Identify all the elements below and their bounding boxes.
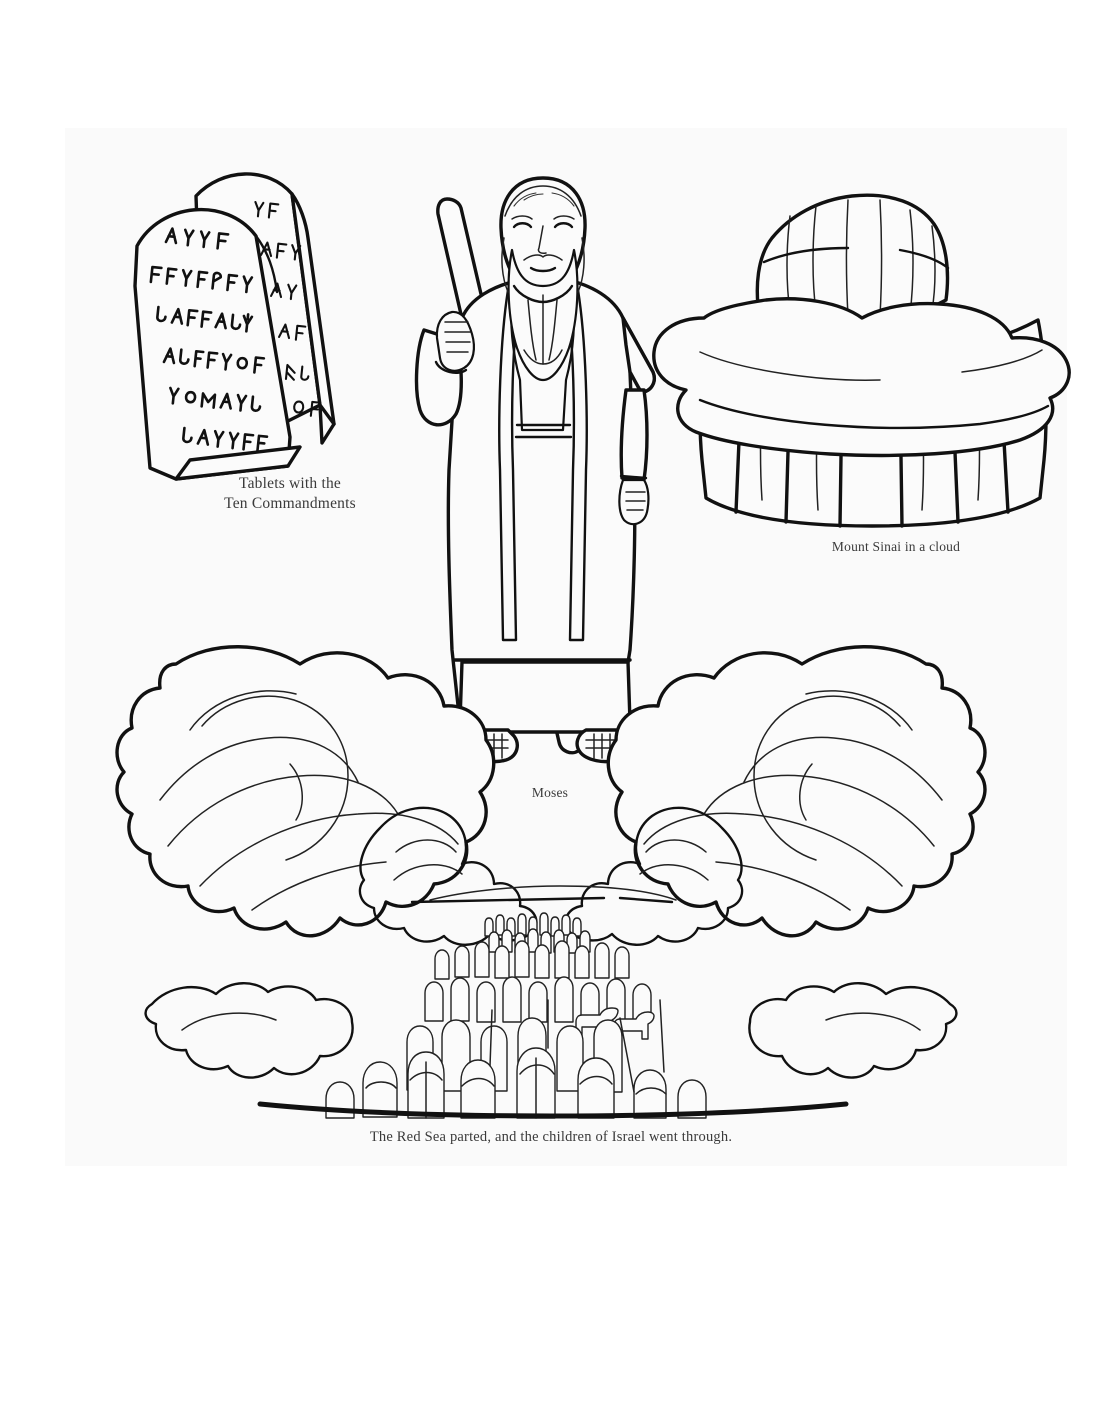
sea-path-horizon [429, 885, 677, 901]
left-wave-crest-line [189, 690, 297, 731]
tablet-front-inscription [149, 227, 269, 453]
moses-right-hand [618, 478, 650, 526]
moses-right-sleeve [621, 316, 656, 394]
tablet-front-edge-seam [286, 445, 302, 468]
right-wave-group [564, 645, 987, 1079]
sea-path-rim [410, 896, 674, 904]
moses-hair-strands [513, 192, 575, 207]
crowd-staffs [489, 999, 665, 1093]
crowd-row-foreground [325, 1047, 707, 1119]
israelites-crowd [325, 912, 707, 1119]
left-wave-foam-line [181, 1012, 277, 1031]
moses-mantle-band-left [498, 288, 522, 642]
left-wave-secondary-lines [393, 839, 463, 881]
tablet-back-inscription [254, 200, 322, 417]
left-wave-inner-curl [201, 695, 349, 861]
left-wave-foam-scroll [144, 982, 354, 1079]
red-sea-illustration [115, 645, 987, 1119]
sinai-cloud-underside [698, 398, 1050, 430]
sinai-peak-crevices [786, 199, 936, 317]
moses-illustration [414, 176, 656, 764]
moses-wrist-line [434, 360, 468, 374]
moses-side-hair [501, 237, 585, 293]
left-wave-sweep-4 [251, 861, 387, 911]
right-wave-secondary-lines [639, 839, 709, 881]
moses-right-sandal-straps [585, 733, 619, 759]
moses-right-hand-fingers [625, 491, 646, 511]
moses-left-eye [512, 222, 533, 229]
tablet-back-seam [318, 403, 336, 426]
moses-beard-tip [523, 349, 563, 365]
moses-collar [512, 284, 574, 304]
right-wave-inner-curl [753, 695, 901, 861]
moses-mouth [529, 266, 557, 273]
crowd-row-mid-1 [434, 940, 630, 980]
right-wave-sweep-2 [703, 774, 935, 847]
moses-nose [537, 225, 547, 254]
sinai-peak-ledge [762, 246, 950, 270]
right-wave-sweep-3 [643, 812, 903, 887]
caption-tablets: Tablets with the Ten Commandments [224, 475, 356, 512]
moses-eyebrows [511, 215, 575, 220]
right-wave-droplet-curl [799, 763, 813, 821]
right-wave-body [606, 645, 987, 938]
left-wave-sweep-2 [167, 774, 399, 847]
mount-sinai-illustration [652, 193, 1071, 528]
right-wave-foam-line [825, 1012, 921, 1031]
left-wave-sweep-3 [199, 812, 459, 887]
moses-moustache [523, 254, 563, 261]
moses-hairline [504, 185, 582, 217]
moses-beard-strands [527, 294, 558, 365]
caption-red-sea: The Red Sea parted, and the children of … [369, 1129, 733, 1145]
left-wave-group [115, 645, 538, 1079]
moses-right-cuff [619, 474, 648, 480]
right-wave-crest-line [805, 690, 913, 731]
tablet-back-edge [290, 192, 336, 445]
sinai-cloud [652, 297, 1071, 458]
sea-bed-ground-line [257, 1101, 849, 1119]
right-wave-foam-scroll [748, 982, 958, 1079]
crowd-row-mid-2 [424, 976, 652, 1023]
moses-hand-fingers [444, 321, 471, 353]
sinai-cloud-fold [699, 349, 1043, 381]
crowd-foreground-detail [365, 1057, 667, 1119]
moses-right-forearm [619, 388, 649, 482]
left-wave-body [115, 645, 496, 938]
moses-robe-lower [458, 660, 632, 734]
tablets-illustration [133, 172, 336, 481]
sinai-slope-cracks [759, 399, 981, 511]
left-wave-droplet-curl [289, 763, 303, 821]
caption-mount-sinai: Mount Sinai in a cloud [831, 539, 961, 554]
caption-moses: Moses [531, 785, 569, 800]
moses-mantle-band-right [564, 288, 588, 642]
left-wave-sweep-1 [159, 736, 359, 801]
right-wave-sweep-1 [743, 736, 943, 801]
right-wave-sweep-4 [715, 861, 851, 911]
moses-right-eye [553, 222, 574, 229]
